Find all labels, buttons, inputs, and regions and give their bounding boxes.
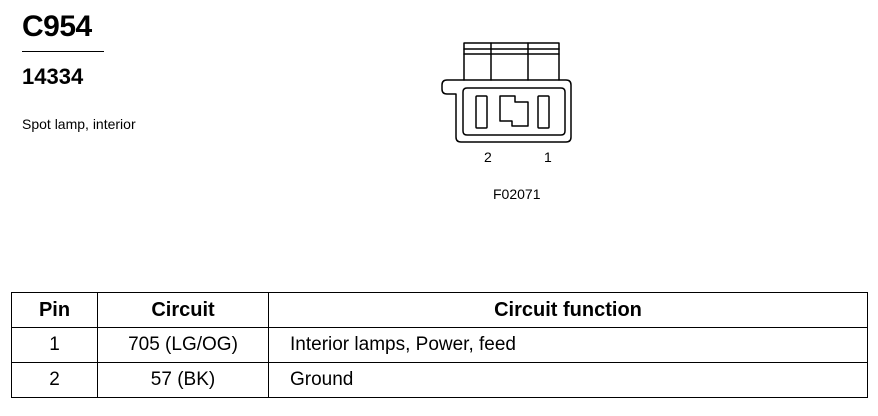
table-row: 2 57 (BK) Ground <box>11 362 868 398</box>
circuit-cell: 57 (BK) <box>97 362 269 398</box>
pin-cell: 1 <box>11 327 98 363</box>
circuit-cell: 705 (LG/OG) <box>97 327 269 363</box>
column-header-pin: Pin <box>11 292 98 328</box>
pin-circuit-table: Pin Circuit Circuit function 1 705 (LG/O… <box>11 292 868 398</box>
connector-id: C954 <box>22 10 92 43</box>
connector-description: Spot lamp, interior <box>22 116 136 132</box>
pin-number-label: 1 <box>544 149 552 165</box>
function-cell: Interior lamps, Power, feed <box>268 327 868 363</box>
connector-inner-face <box>462 87 566 136</box>
pin-number-label: 2 <box>484 149 492 165</box>
pin-cell: 2 <box>11 362 98 398</box>
function-cell: Ground <box>268 362 868 398</box>
connector-face-diagram <box>441 42 572 143</box>
pin-1-cavity <box>537 95 550 129</box>
title-underline <box>22 51 104 52</box>
part-number: 14334 <box>22 64 84 89</box>
connector-housing-outline <box>441 79 572 143</box>
keying-cavity <box>499 95 529 127</box>
column-header-function: Circuit function <box>268 292 868 328</box>
table-row: 1 705 (LG/OG) Interior lamps, Power, fee… <box>11 327 868 363</box>
pin-2-cavity <box>475 95 488 129</box>
table-header-row: Pin Circuit Circuit function <box>11 292 868 328</box>
column-header-circuit: Circuit <box>97 292 269 328</box>
connector-locking-tab <box>463 42 560 81</box>
figure-id: F02071 <box>493 186 541 202</box>
